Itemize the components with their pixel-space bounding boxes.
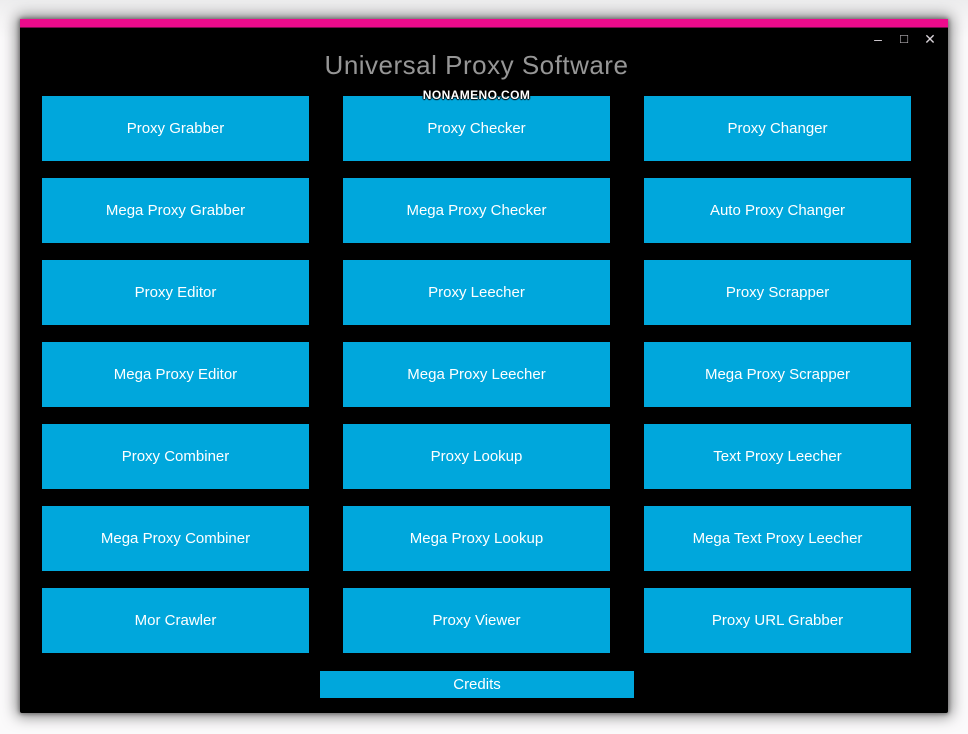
maximize-icon[interactable]: □ bbox=[900, 31, 908, 46]
button-proxy-viewer[interactable]: Proxy Viewer bbox=[343, 588, 610, 653]
app-title: Universal Proxy Software bbox=[324, 50, 629, 80]
button-proxy-combiner[interactable]: Proxy Combiner bbox=[42, 424, 309, 489]
button-mor-crawler[interactable]: Mor Crawler bbox=[42, 588, 309, 653]
button-proxy-scrapper[interactable]: Proxy Scrapper bbox=[644, 260, 911, 325]
button-mega-proxy-editor[interactable]: Mega Proxy Editor bbox=[42, 342, 309, 407]
app-subtitle: NONAMENO.COM bbox=[422, 88, 531, 102]
button-mega-proxy-leecher[interactable]: Mega Proxy Leecher bbox=[343, 342, 610, 407]
button-grid: Proxy Grabber Proxy Checker Proxy Change… bbox=[42, 96, 911, 653]
window-titlebar[interactable] bbox=[20, 19, 948, 28]
button-proxy-leecher[interactable]: Proxy Leecher bbox=[343, 260, 610, 325]
button-proxy-lookup[interactable]: Proxy Lookup bbox=[343, 424, 610, 489]
button-mega-proxy-grabber[interactable]: Mega Proxy Grabber bbox=[42, 178, 309, 243]
button-mega-proxy-lookup[interactable]: Mega Proxy Lookup bbox=[343, 506, 610, 571]
button-auto-proxy-changer[interactable]: Auto Proxy Changer bbox=[644, 178, 911, 243]
button-proxy-editor[interactable]: Proxy Editor bbox=[42, 260, 309, 325]
button-text-proxy-leecher[interactable]: Text Proxy Leecher bbox=[644, 424, 911, 489]
button-mega-proxy-checker[interactable]: Mega Proxy Checker bbox=[343, 178, 610, 243]
credits-button[interactable]: Credits bbox=[320, 671, 634, 698]
window-controls: – □ ✕ bbox=[871, 31, 937, 47]
button-proxy-checker[interactable]: Proxy Checker bbox=[343, 96, 610, 161]
button-proxy-changer[interactable]: Proxy Changer bbox=[644, 96, 911, 161]
minimize-icon[interactable]: – bbox=[874, 31, 882, 47]
app-window: – □ ✕ Universal Proxy Software NONAMENO.… bbox=[20, 19, 948, 713]
button-mega-text-proxy-leecher[interactable]: Mega Text Proxy Leecher bbox=[644, 506, 911, 571]
close-icon[interactable]: ✕ bbox=[924, 31, 936, 47]
button-proxy-url-grabber[interactable]: Proxy URL Grabber bbox=[644, 588, 911, 653]
button-mega-proxy-combiner[interactable]: Mega Proxy Combiner bbox=[42, 506, 309, 571]
button-mega-proxy-scrapper[interactable]: Mega Proxy Scrapper bbox=[644, 342, 911, 407]
button-proxy-grabber[interactable]: Proxy Grabber bbox=[42, 96, 309, 161]
